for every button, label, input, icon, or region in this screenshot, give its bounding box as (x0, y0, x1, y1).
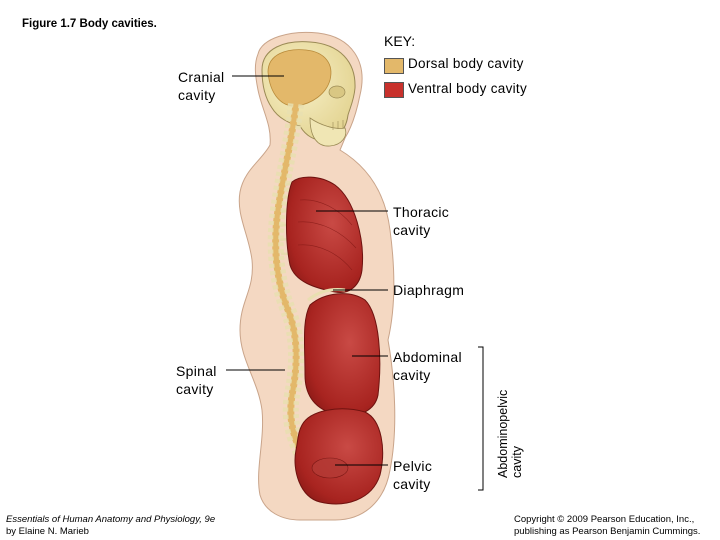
abdominal-cavity-shape (303, 293, 381, 417)
cranial-cavity-shape (267, 49, 332, 107)
book-credit: Essentials of Human Anatomy and Physiolo… (6, 514, 216, 537)
figure-title: Figure 1.7 Body cavities. (22, 18, 157, 30)
abdominopelvic-bracket (478, 346, 484, 491)
dorsal-swatch (384, 58, 404, 74)
key-title: KEY: (384, 33, 416, 49)
thoracic-cavity-shape (286, 176, 364, 294)
pelvic-cavity-shape (294, 408, 384, 505)
key-label-ventral: Ventral body cavity (408, 81, 528, 96)
jaw (309, 117, 347, 147)
label-diaphragm: Diaphragm (393, 282, 465, 298)
leader-lines (226, 75, 388, 466)
ventral-swatch (384, 82, 404, 98)
key-label-dorsal: Dorsal body cavity (408, 56, 524, 71)
copyright-credit: Copyright © 2009 Pearson Education, Inc.… (514, 514, 701, 537)
